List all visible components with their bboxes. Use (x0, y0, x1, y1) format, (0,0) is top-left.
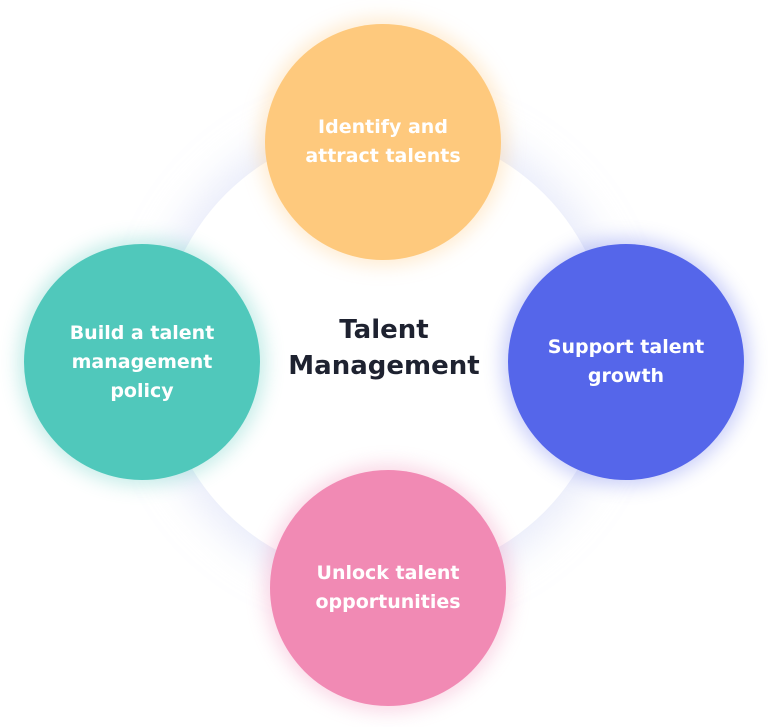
node-build-policy-line-1: Build a talent (69, 321, 215, 344)
node-support-growth: Support talent growth (508, 244, 744, 480)
node-unlock-opportunities-label: Unlock talent opportunities (315, 559, 460, 617)
center-title-line-1: Talent (339, 315, 429, 345)
node-support-growth-line-1: Support talent (547, 336, 705, 358)
node-build-policy-line-3: policy (110, 379, 174, 402)
center-title-line-2: Management (288, 351, 480, 381)
node-identify-attract-line-1: Identify and (318, 116, 448, 138)
node-identify-attract-label: Identify and attract talents (305, 113, 460, 171)
center-title: Talent Management (254, 312, 514, 384)
node-support-growth-label: Support talent growth (548, 333, 704, 391)
node-build-policy-line-2: management (71, 350, 213, 373)
node-identify-attract-line-2: attract talents (305, 145, 461, 167)
node-unlock-opportunities: Unlock talent opportunities (270, 470, 506, 706)
node-build-policy-label: Build a talent management policy (70, 319, 215, 406)
node-identify-attract: Identify and attract talents (265, 24, 501, 260)
node-unlock-opportunities-line-1: Unlock talent (316, 562, 460, 584)
node-support-growth-line-2: growth (587, 365, 665, 387)
node-unlock-opportunities-line-2: opportunities (315, 591, 461, 613)
node-build-policy: Build a talent management policy (24, 244, 260, 480)
